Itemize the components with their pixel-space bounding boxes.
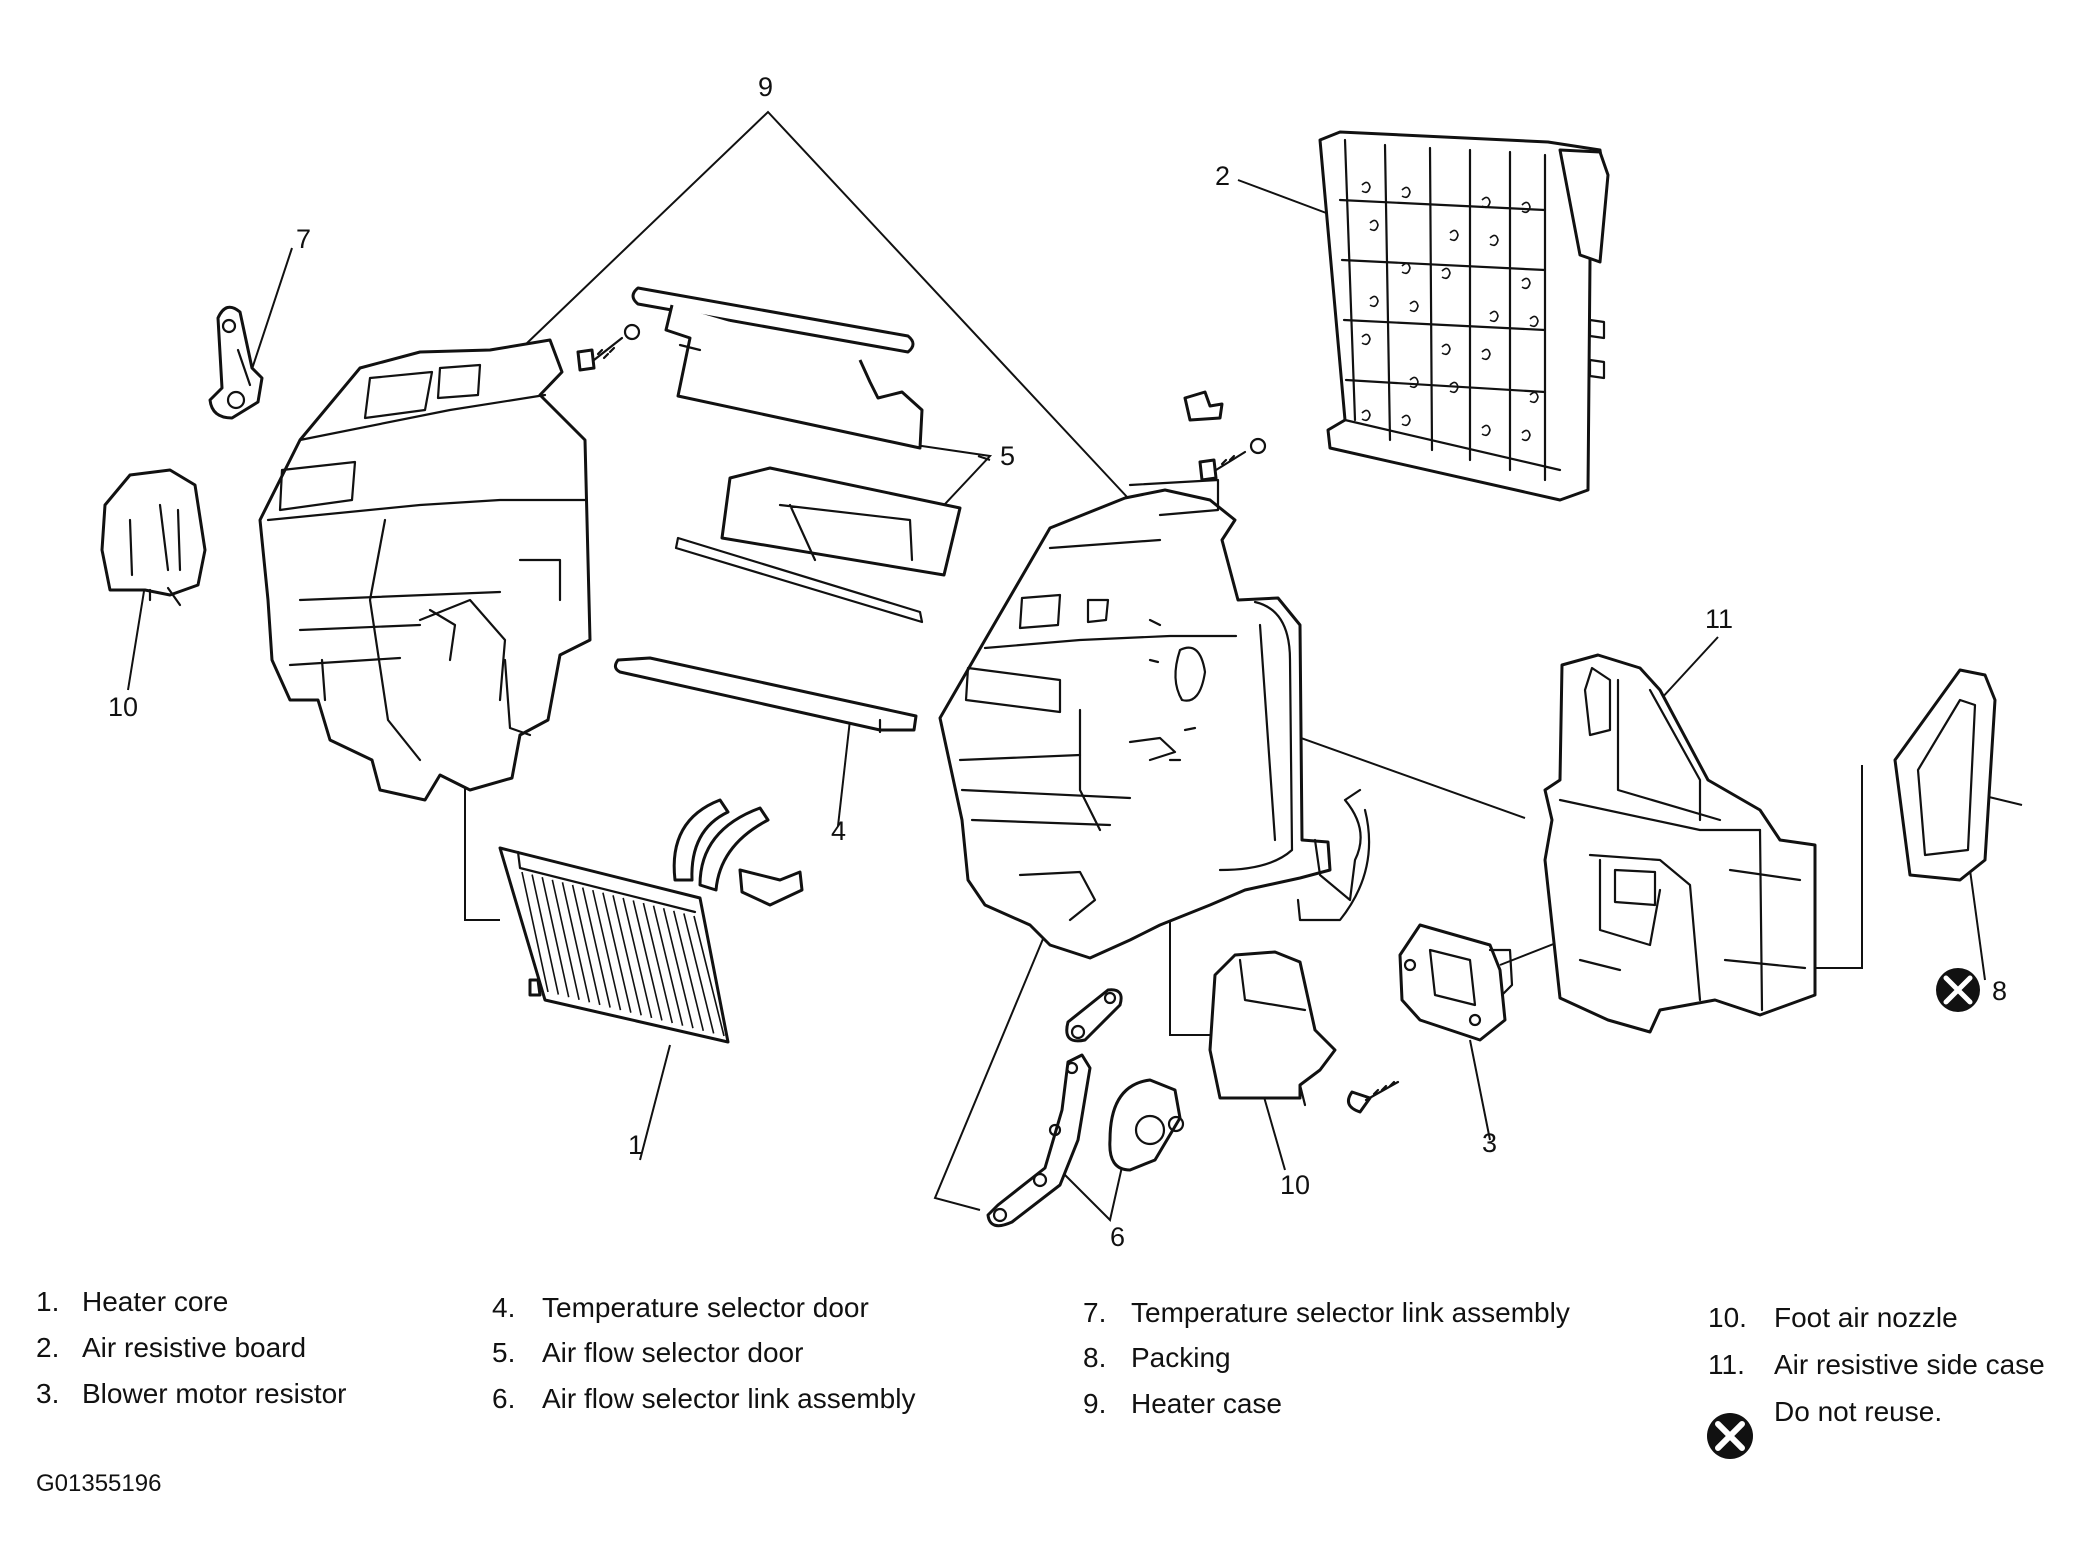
air-flow-selector-door-upper <box>631 286 924 450</box>
do-not-reuse-icon <box>1707 1413 1753 1459</box>
legend-item-3: 3. Blower motor resistor <box>36 1378 347 1410</box>
callout-9: 9 <box>758 72 773 102</box>
legend-label: Air flow selector door <box>542 1337 804 1368</box>
do-not-reuse-label: Do not reuse. <box>1774 1396 1943 1427</box>
leader-10-left <box>127 584 146 691</box>
legend-label: Packing <box>1131 1342 1231 1373</box>
screw-right <box>1198 437 1267 482</box>
temperature-selector-door <box>613 656 918 734</box>
callout-3: 3 <box>1482 1128 1497 1158</box>
figure-id: G01355196 <box>36 1470 162 1497</box>
legend-item-10: 10. Foot air nozzle <box>1708 1302 1958 1334</box>
legend-label: Temperature selector door <box>542 1292 869 1323</box>
legend-label: Air resistive board <box>82 1332 307 1363</box>
callout-6: 6 <box>1110 1222 1125 1252</box>
legend-number: 2. <box>36 1332 60 1363</box>
legend-label: Blower motor resistor <box>82 1378 347 1409</box>
callout-8: 8 <box>1992 976 2007 1006</box>
legend-item-2: 2. Air resistive board <box>36 1332 306 1364</box>
heater-case-right <box>938 478 1371 960</box>
legend-label: Foot air nozzle <box>1774 1302 1958 1333</box>
legend-number: 5. <box>492 1337 516 1368</box>
legend-label: Air flow selector link assembly <box>542 1383 916 1414</box>
screw-left <box>576 323 641 372</box>
legend-number: 7. <box>1083 1297 1107 1328</box>
foot-air-nozzle-right <box>1208 950 1337 1107</box>
legend-number: 6. <box>492 1383 516 1414</box>
exploded-view-diagram: 9 2 7 5 10 11 4 8 1 3 10 6 <box>100 72 2023 1252</box>
legend-label: Air resistive side case <box>1774 1349 2045 1380</box>
legend-item-6: 6. Air flow selector link assembly <box>492 1383 915 1415</box>
callout-2: 2 <box>1215 161 1230 191</box>
legend-number: 3. <box>36 1378 60 1409</box>
legend-number: 4. <box>492 1292 516 1323</box>
legend-item-4: 4. Temperature selector door <box>492 1292 869 1324</box>
legend-label: Temperature selector link assembly <box>1131 1297 1570 1328</box>
callout-11: 11 <box>1705 604 1733 634</box>
leader-5 <box>914 444 993 521</box>
legend-item-7: 7. Temperature selector link assembly <box>1083 1297 1570 1329</box>
leader-5b <box>977 455 991 461</box>
legend-item-5: 5. Air flow selector door <box>492 1337 803 1369</box>
legend-item-8: 8. Packing <box>1083 1342 1231 1374</box>
legend-number: 11. <box>1708 1349 1745 1380</box>
heater-core <box>498 798 804 1044</box>
callout-1: 1 <box>628 1130 643 1160</box>
callout-10-left: 10 <box>108 692 138 722</box>
callout-5: 5 <box>1000 441 1015 471</box>
air-flow-selector-link-assembly <box>986 988 1185 1228</box>
callout-10-right: 10 <box>1280 1170 1310 1200</box>
clip-right <box>1183 390 1224 422</box>
leader-4 <box>837 719 851 827</box>
packing <box>1893 668 1997 882</box>
legend-item-9: 9. Heater case <box>1083 1388 1282 1420</box>
callout-4: 4 <box>831 816 846 846</box>
callouts: 9 2 7 5 10 11 4 8 1 3 10 6 <box>108 72 2007 1252</box>
leader-8-bracket <box>1795 765 1863 969</box>
leader-10-right <box>1261 1089 1286 1171</box>
leader-7 <box>249 247 293 376</box>
legend-label: Heater case <box>1131 1388 1282 1419</box>
blower-motor-resistor <box>1398 923 1514 1042</box>
callout-7: 7 <box>296 224 311 254</box>
legend-item-1: 1. Heater core <box>36 1286 228 1318</box>
do-not-reuse-icon <box>1936 968 1980 1012</box>
foot-air-nozzle-left <box>100 468 207 607</box>
legend-number: 10. <box>1708 1302 1747 1333</box>
legend-number: 1. <box>36 1286 60 1317</box>
leader-3 <box>1469 1039 1491 1141</box>
leader-1 <box>639 1044 671 1161</box>
legend-number: 8. <box>1083 1342 1107 1373</box>
screw-resistor <box>1346 1080 1400 1114</box>
leader-9 <box>524 110 1129 499</box>
air-resistive-side-case <box>1543 653 1817 1034</box>
legend-number: 9. <box>1083 1388 1107 1419</box>
temperature-selector-link <box>208 305 264 420</box>
legend-item-11: 11. Air resistive side case <box>1708 1349 2045 1381</box>
air-flow-selector-door-lower <box>674 466 962 624</box>
leader-11 <box>1659 636 1719 701</box>
legend-label: Heater core <box>82 1286 229 1317</box>
air-resistive-board <box>1318 130 1610 502</box>
heater-case-left <box>258 338 592 802</box>
leader-8 <box>1969 869 1986 981</box>
